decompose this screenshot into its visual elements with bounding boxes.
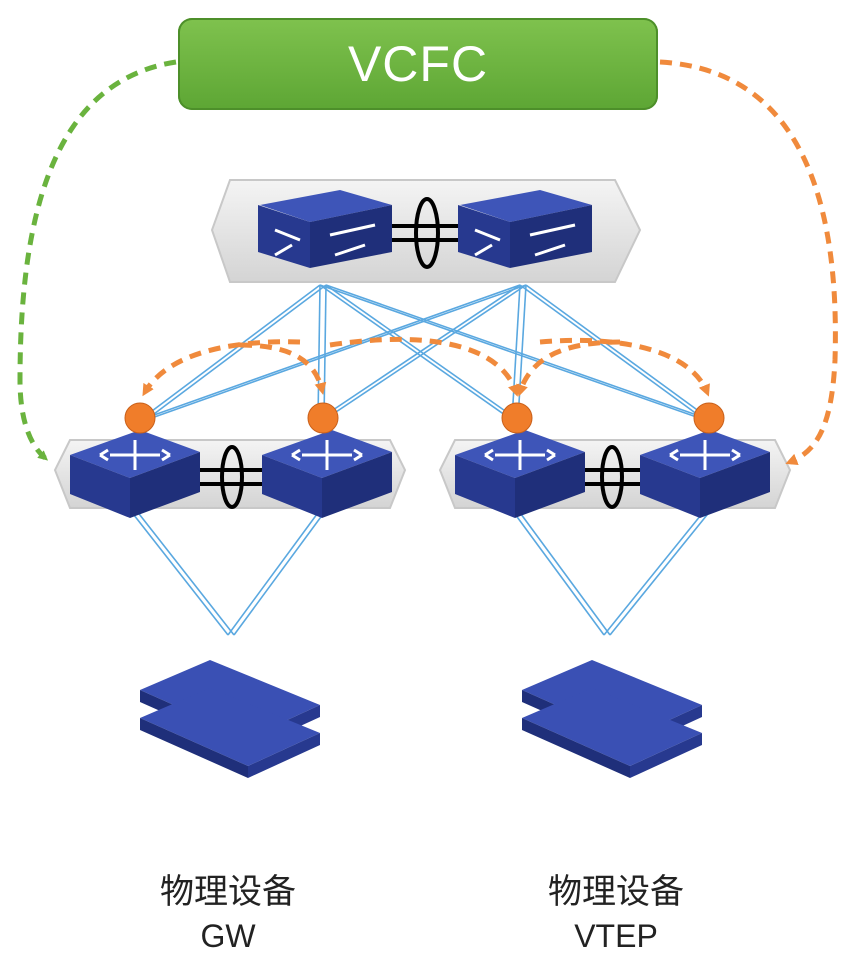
device-vtep <box>522 660 702 778</box>
vtep-node-3 <box>501 402 533 434</box>
controller-arrow-left <box>17 59 177 461</box>
device-caption-line1: 物理设备 <box>548 872 684 912</box>
leaf-switch-1 <box>70 430 200 518</box>
link-l1-d1 <box>129 509 235 636</box>
leaf-device-links <box>129 509 712 636</box>
controller-box <box>178 18 658 110</box>
vtep-nodes <box>124 402 725 434</box>
router-arrows-icon <box>99 440 171 470</box>
controller-label: VCFC <box>347 36 489 92</box>
leaf-lag-right <box>585 445 640 509</box>
lag-ring-icon <box>220 445 244 509</box>
spine-switch-2 <box>458 190 592 268</box>
link-s1-l2 <box>317 284 327 421</box>
spine-lag-link <box>392 197 458 269</box>
vtep-node-2 <box>307 402 339 434</box>
controller-arrow-right <box>659 59 838 465</box>
router-arrows-icon <box>291 440 363 470</box>
device-caption-vtep: 物理设备 VTEP <box>496 870 736 958</box>
link-s1-l3 <box>319 284 519 421</box>
peer-arrow-a <box>142 339 301 397</box>
leaf-switch-4 <box>640 430 770 518</box>
link-l4-d2 <box>603 509 712 636</box>
device-caption-gw: 物理设备 GW <box>108 870 348 958</box>
leaf-switch-3 <box>455 430 585 518</box>
vtep-node-1 <box>124 402 156 434</box>
switch-arrows-icon <box>274 223 376 257</box>
vtep-node-4 <box>693 402 725 434</box>
link-s2-l2 <box>317 284 527 421</box>
peer-arrow-b <box>239 342 327 395</box>
leaf-lag-left <box>200 445 262 509</box>
spine-leaf-links <box>139 284 712 421</box>
spine-group <box>210 179 642 283</box>
device-caption-line2: VTEP <box>574 918 658 954</box>
link-l3-d2 <box>511 509 611 636</box>
device-caption-line2: GW <box>200 918 256 954</box>
peer-arrow-d <box>516 339 621 397</box>
switch-arrows-icon <box>474 223 576 257</box>
link-s2-l3 <box>511 284 527 421</box>
leaf-switch-2 <box>262 430 392 518</box>
lag-ring-icon <box>600 445 624 509</box>
link-l2-d1 <box>227 509 327 636</box>
link-s1-l1 <box>139 284 327 421</box>
leaf-group-left <box>53 430 407 518</box>
router-arrows-icon <box>484 440 556 470</box>
peer-arrows <box>142 336 710 397</box>
lag-ring-icon <box>414 197 440 269</box>
link-s2-l1 <box>139 284 527 421</box>
device-gw <box>140 660 320 778</box>
device-caption-line1: 物理设备 <box>160 872 296 912</box>
link-s2-l4 <box>519 284 712 421</box>
link-s1-l4 <box>319 284 712 421</box>
router-arrows-icon <box>669 440 741 470</box>
peer-arrow-e <box>539 337 710 397</box>
spine-switch-1 <box>258 190 392 268</box>
peer-arrow-c <box>329 336 520 397</box>
leaf-group-right <box>438 430 792 518</box>
